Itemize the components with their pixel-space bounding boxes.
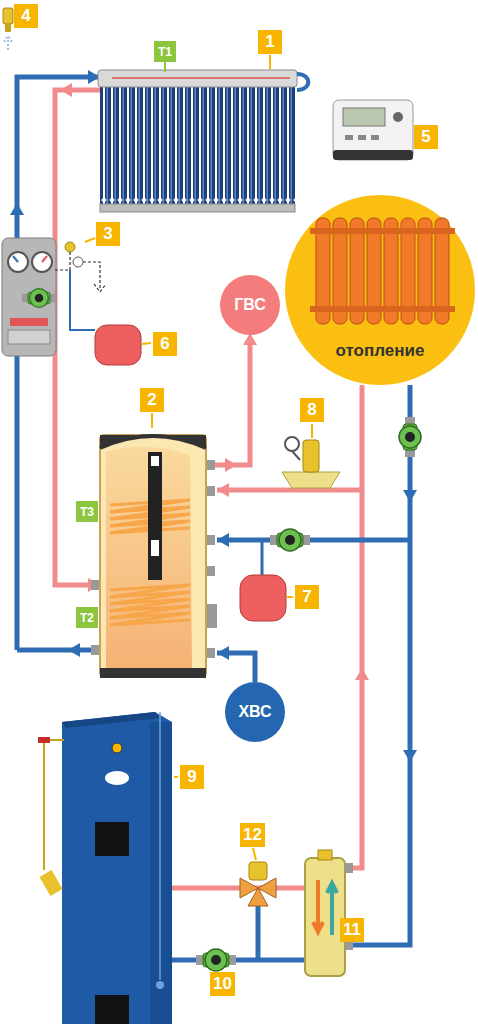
solar-pipes xyxy=(17,77,100,650)
solar-controller xyxy=(333,100,413,160)
sensor-tag: T2 xyxy=(76,607,98,628)
sensor-tag: T1 xyxy=(154,41,176,62)
house-pipes xyxy=(215,340,410,945)
callout-number: 5 xyxy=(414,125,438,149)
cold-water-circle: ХВС xyxy=(225,682,285,742)
pump xyxy=(270,529,310,551)
heating-circle: отопление xyxy=(285,195,475,385)
callout-number: 12 xyxy=(240,823,265,847)
node-text: ХВС xyxy=(238,703,271,721)
callout-number: 9 xyxy=(180,765,204,789)
pump-station xyxy=(2,238,106,356)
solar-collector xyxy=(98,55,308,212)
callout-number: 2 xyxy=(140,388,164,412)
callout-number: 7 xyxy=(295,585,319,609)
pump xyxy=(196,949,236,971)
solid-fuel-boiler xyxy=(38,712,178,1024)
node-text: ГВС xyxy=(234,296,266,314)
callout-number: 4 xyxy=(14,4,38,28)
callout-number: 10 xyxy=(210,972,235,996)
callout-number: 8 xyxy=(300,398,324,422)
flow-arrows xyxy=(217,333,417,762)
pump xyxy=(399,417,421,457)
heating-illustration xyxy=(285,195,475,385)
callout-number: 1 xyxy=(258,30,282,54)
storage-tank xyxy=(91,413,217,678)
boiler-pipes xyxy=(172,888,305,960)
expansion-tank xyxy=(240,575,293,621)
dhw-circle: ГВС xyxy=(220,275,280,335)
air-vent xyxy=(3,8,13,50)
mixing-valve xyxy=(240,848,276,906)
safety-valve xyxy=(282,424,340,488)
callout-number: 3 xyxy=(96,222,120,246)
sensor-tag: T3 xyxy=(76,501,98,522)
flow-arrows xyxy=(10,70,100,657)
callout-number: 11 xyxy=(340,918,364,942)
hydraulic-separator xyxy=(305,850,353,976)
node-text: отопление xyxy=(336,341,425,361)
callout-number: 6 xyxy=(153,332,177,356)
expansion-tank xyxy=(95,325,151,365)
